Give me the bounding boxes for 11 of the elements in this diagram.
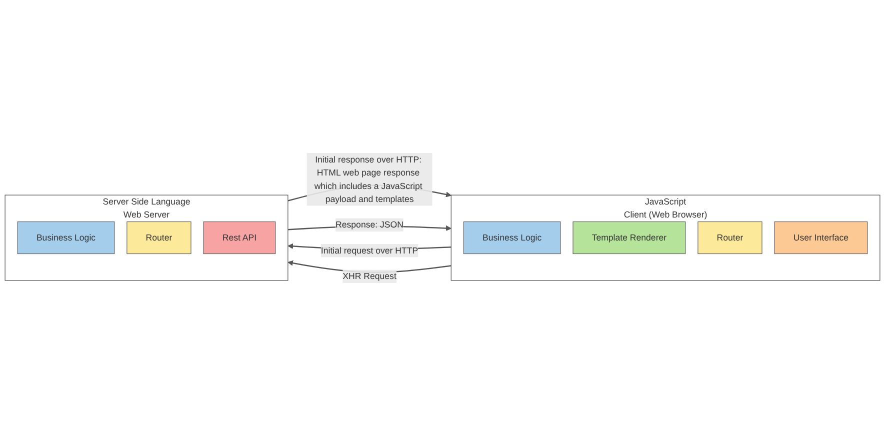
- edge-label: XHR Request: [342, 271, 396, 282]
- node-box: Router: [698, 221, 762, 254]
- edge-label: Initial request over HTTP: [320, 245, 418, 256]
- node-box: Business Logic: [463, 221, 561, 254]
- edge-label: Initial response over HTTP: HTML web page response which includes a JavaScript payload and templates: [314, 154, 422, 204]
- node-box: Rest API: [203, 221, 276, 254]
- node-box: Template Renderer: [572, 221, 686, 254]
- node-box: User Interface: [774, 221, 868, 254]
- edge-label: Response: JSON: [336, 220, 404, 230]
- node-box: Business Logic: [17, 221, 115, 254]
- node-box: Router: [126, 221, 192, 254]
